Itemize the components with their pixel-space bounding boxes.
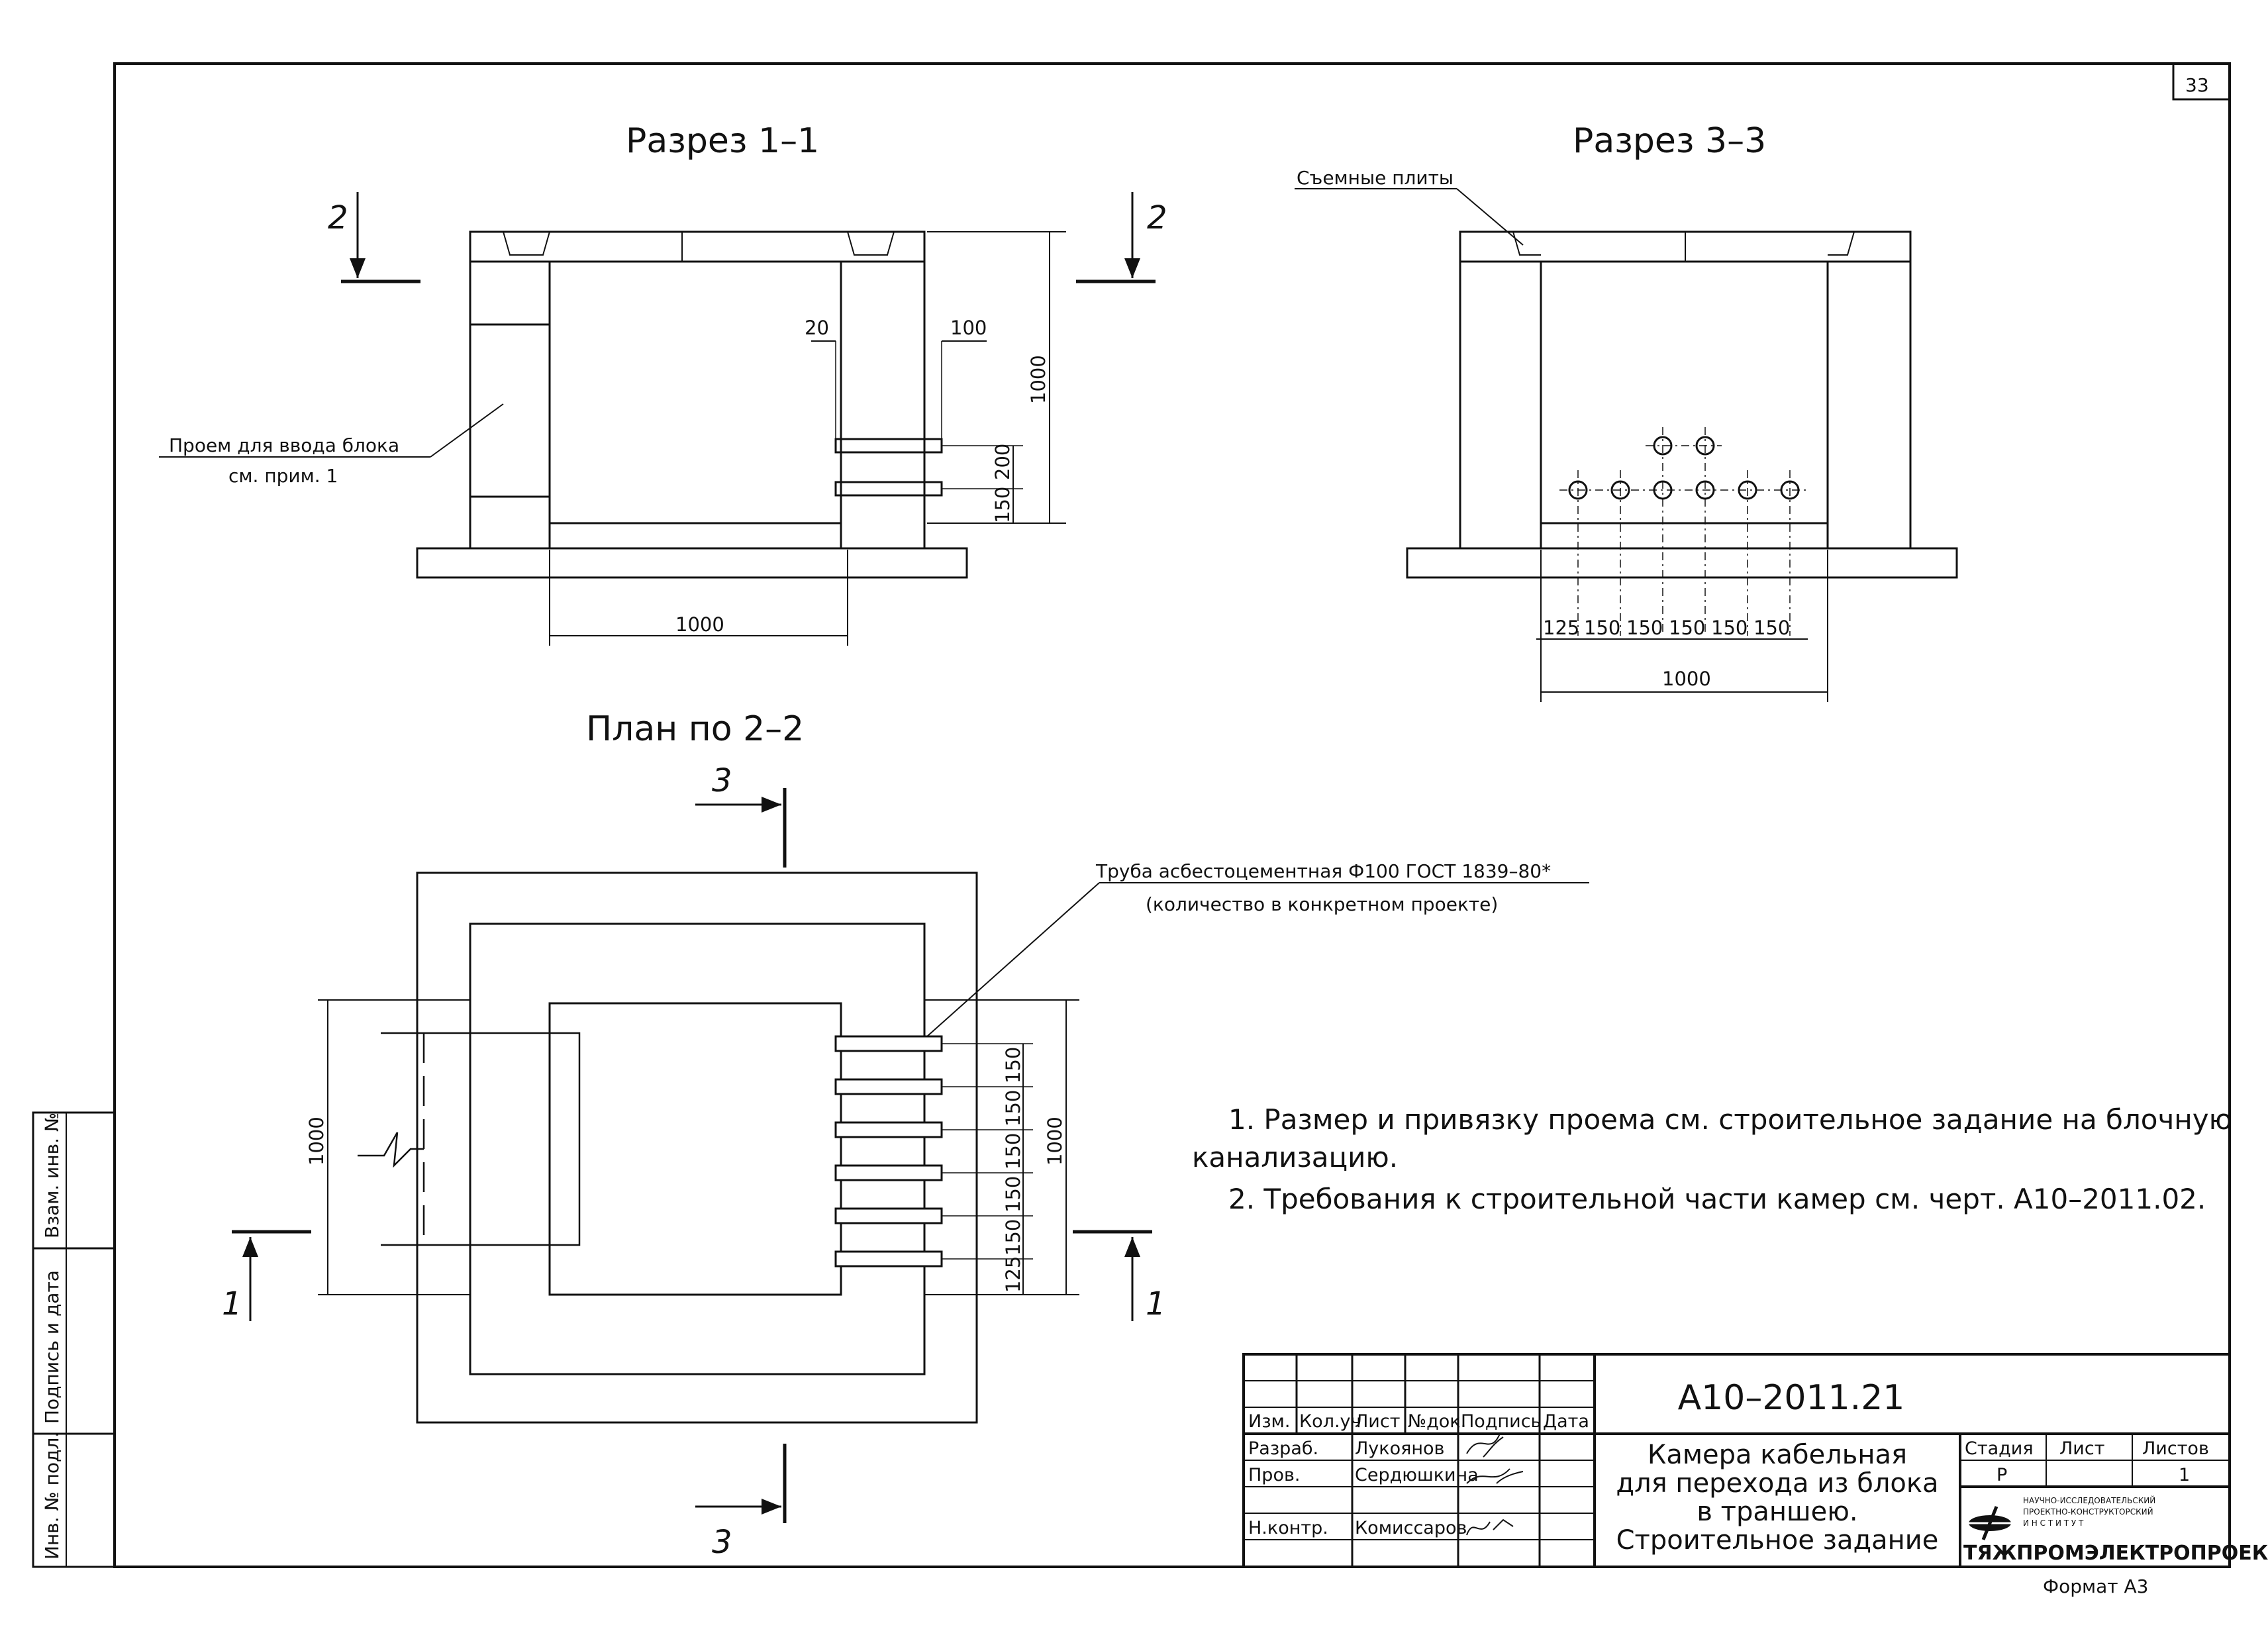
plan-pipes bbox=[834, 1035, 943, 1268]
header-signature: Подпись bbox=[1461, 1411, 1541, 1432]
dim-spacing: 150 bbox=[1626, 617, 1663, 639]
sheet-number: 33 bbox=[2185, 74, 2209, 96]
pipe bbox=[834, 438, 943, 454]
dim-spacing: 150 bbox=[1711, 617, 1748, 639]
dim-spacing: 150 bbox=[1753, 617, 1790, 639]
header-kol-uch: Кол.уч bbox=[1299, 1411, 1361, 1432]
name-checker: Сердюшкина bbox=[1355, 1465, 1479, 1485]
section-1-title: Разрез 1–1 bbox=[626, 121, 819, 161]
org-name: ТЯЖПРОМЭЛЕКТРОПРОЕКТ bbox=[1963, 1542, 2268, 1565]
dim-spacing: 150 bbox=[1002, 1090, 1024, 1126]
dim-spacing: 150 bbox=[1669, 617, 1705, 639]
role-checker: Пров. bbox=[1248, 1465, 1300, 1485]
title-line: в траншею. bbox=[1697, 1497, 1857, 1527]
stamp-signature-date: Подпись и дата bbox=[41, 1270, 63, 1424]
org-line: ПРОЕКТНО-КОНСТРУКТОРСКИЙ bbox=[2023, 1507, 2153, 1517]
dim-wall-thick: 100 bbox=[950, 317, 987, 339]
note-2: 2. Требования к строительной части камер… bbox=[1228, 1183, 2206, 1215]
header-list: Лист bbox=[1355, 1411, 1400, 1432]
pipe-label-note: (количество в конкретном проекте) bbox=[1146, 893, 1498, 915]
org-line: И Н С Т И Т У Т bbox=[2023, 1519, 2084, 1528]
pipe-openings bbox=[1568, 436, 1800, 500]
dim-pipe-base: 150 bbox=[991, 487, 1014, 523]
dim-first: 125 bbox=[1543, 617, 1579, 639]
sheets-label: Листов bbox=[2142, 1438, 2209, 1459]
title-line: для перехода из блока bbox=[1616, 1468, 1938, 1499]
section-3-3: Разрез 3–3 Съемные плиты 125 150 bbox=[1295, 121, 1958, 702]
cut-mark-2-right: 2 bbox=[1147, 199, 1167, 236]
side-stamp: Инв. № подл. Подпись и дата Взам. инв. № bbox=[32, 1111, 116, 1568]
dim-total: 1000 bbox=[1662, 668, 1711, 690]
cut-mark-3-bottom: 3 bbox=[712, 1524, 732, 1561]
pipe-label: Труба асбестоцементная Ф100 ГОСТ 1839–80… bbox=[1095, 860, 1551, 882]
role-norm-control: Н.контр. bbox=[1248, 1518, 1328, 1538]
dim-first: 125 bbox=[1002, 1256, 1024, 1293]
dim-right-total: 1000 bbox=[1044, 1117, 1066, 1166]
sheet-number-box: 33 bbox=[2172, 64, 2230, 101]
slabs-label: Съемные плиты bbox=[1297, 167, 1454, 189]
header-izm: Изм. bbox=[1248, 1411, 1291, 1432]
dim-inner-width: 1000 bbox=[675, 613, 724, 636]
cut-mark-1-right: 1 bbox=[1146, 1285, 1166, 1322]
plan-walls bbox=[469, 922, 926, 1375]
opening-label: Проем для ввода блока bbox=[169, 434, 399, 456]
role-developer: Разраб. bbox=[1248, 1438, 1318, 1459]
name-norm-control: Комиссаров bbox=[1355, 1518, 1467, 1538]
stamp-vzam-inv: Взам. инв. № bbox=[41, 1113, 63, 1238]
section-1-1: Разрез 1–1 Проем для ввода блока см. при… bbox=[159, 121, 1167, 646]
plan-title: План по 2–2 bbox=[586, 709, 804, 749]
dim-spacing: 150 bbox=[1584, 617, 1620, 639]
title-line: Строительное задание bbox=[1616, 1525, 1939, 1556]
dim-spacing: 150 bbox=[1002, 1176, 1024, 1213]
note-1-cont: канализацию. bbox=[1192, 1141, 1398, 1173]
header-doc: №док. bbox=[1408, 1411, 1466, 1432]
dim-height: 1000 bbox=[1027, 355, 1050, 404]
stage-value: Р bbox=[1997, 1465, 2007, 1485]
doc-code: А10–2011.21 bbox=[1678, 1378, 1905, 1418]
title-block: Изм. Кол.уч Лист №док. Подпись Дата Разр… bbox=[1242, 1353, 2268, 1568]
drawing-frame bbox=[113, 62, 2231, 1568]
cut-mark-1-left: 1 bbox=[222, 1285, 242, 1322]
dim-spacing: 150 bbox=[1002, 1133, 1024, 1170]
section-3-title: Разрез 3–3 bbox=[1573, 121, 1766, 161]
note-1: 1. Размер и привязку проема см. строител… bbox=[1228, 1103, 2232, 1136]
cut-mark-2-left: 2 bbox=[328, 199, 348, 236]
notes: 1. Размер и привязку проема см. строител… bbox=[1192, 1103, 2232, 1215]
dim-wall-gap: 20 bbox=[805, 317, 829, 339]
dim-pipe-spacing: 200 bbox=[991, 444, 1014, 480]
header-date: Дата bbox=[1543, 1411, 1589, 1432]
stage-label: Стадия bbox=[1965, 1438, 2034, 1459]
dim-spacing: 150 bbox=[1002, 1047, 1024, 1083]
signature-mark bbox=[1466, 1433, 1504, 1458]
plan-2-2: План по 2–2 Труба асбестоцементная Ф100 … bbox=[222, 709, 1589, 1561]
sheets-value: 1 bbox=[2179, 1465, 2190, 1485]
opening-for-block bbox=[469, 323, 551, 498]
pipe bbox=[834, 481, 943, 497]
format-label: Формат А3 bbox=[2043, 1575, 2148, 1597]
plan-base-slab bbox=[416, 871, 978, 1424]
stamp-inv-podl: Инв. № подл. bbox=[41, 1432, 63, 1560]
dim-left-total: 1000 bbox=[305, 1117, 328, 1166]
dim-spacing: 150 bbox=[1002, 1219, 1024, 1256]
org-logo-icon bbox=[1967, 1506, 2016, 1540]
cut-mark-3-top: 3 bbox=[712, 762, 732, 799]
opening-label-note: см. прим. 1 bbox=[228, 465, 338, 487]
org-line: НАУЧНО-ИССЛЕДОВАТЕЛЬСКИЙ bbox=[2023, 1495, 2155, 1505]
name-developer: Лукоянов bbox=[1355, 1438, 1444, 1459]
right-wall bbox=[840, 260, 926, 550]
bottom-slab bbox=[548, 522, 842, 550]
signature-mark bbox=[1466, 1519, 1514, 1536]
title-line: Камера кабельная bbox=[1648, 1440, 1907, 1470]
top-slab bbox=[469, 230, 926, 263]
signature-mark bbox=[1466, 1468, 1524, 1484]
sheet-label: Лист bbox=[2059, 1438, 2104, 1459]
